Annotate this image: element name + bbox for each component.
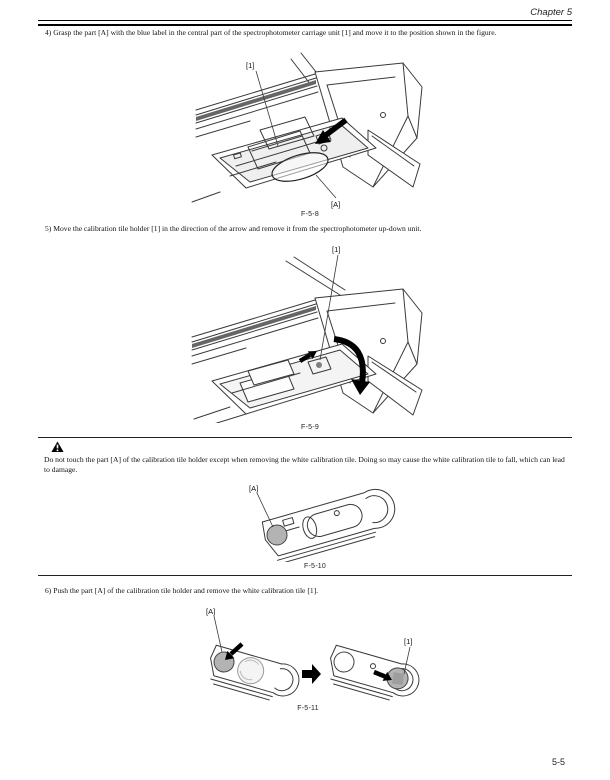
figure-label-a: [A] bbox=[206, 607, 215, 616]
figure-label-1: [1] bbox=[404, 637, 412, 646]
step-4-text: 4) Grasp the part [A] with the blue labe… bbox=[45, 28, 497, 37]
step-5-text: 5) Move the calibration tile holder [1] … bbox=[45, 224, 422, 233]
step-6-text: 6) Push the part [A] of the calibration … bbox=[45, 586, 319, 595]
figure-f-5-8: [1] [A] F-5-8 bbox=[190, 52, 430, 218]
open-cover-lines bbox=[285, 256, 346, 296]
rail-beam bbox=[191, 299, 319, 365]
push-arrow bbox=[225, 642, 244, 660]
figure-label-1: [1] bbox=[332, 245, 340, 254]
caution-note-text: Do not touch the part [A] of the calibra… bbox=[44, 455, 565, 474]
leader-line-1 bbox=[403, 646, 411, 675]
chapter-header: Chapter 5 bbox=[530, 7, 572, 18]
figure-f-5-9: [1] F-5-9 bbox=[190, 243, 430, 431]
small-direction-arrow bbox=[298, 351, 317, 363]
part-a-tile-knob bbox=[266, 524, 288, 546]
rail-beam bbox=[195, 73, 319, 138]
figure-f-5-11: [A] [1] F-5-11 bbox=[158, 602, 458, 712]
figure-label-1: [1] bbox=[246, 61, 254, 70]
leader-line-a bbox=[256, 492, 274, 528]
curved-removal-arrow bbox=[333, 336, 370, 395]
leader-line-1 bbox=[319, 254, 339, 361]
printer-carriage-illustration-1: [1] [A] bbox=[191, 52, 423, 209]
holder-before bbox=[210, 644, 300, 701]
move-direction-arrow bbox=[315, 117, 348, 144]
open-compartment bbox=[193, 343, 377, 423]
figure-caption: F-5-11 bbox=[297, 705, 319, 712]
page-number: 5-5 bbox=[551, 757, 565, 767]
holder-body bbox=[261, 488, 396, 562]
note-top-rule bbox=[38, 437, 572, 438]
leader-line-a bbox=[213, 615, 223, 653]
leader-line-1 bbox=[255, 70, 279, 147]
figure-caption: F-5-9 bbox=[301, 424, 319, 431]
printer-carriage-illustration-2: [1] bbox=[191, 245, 423, 423]
calibration-tile-holder-illustration: [A] bbox=[249, 484, 396, 562]
leader-line-a bbox=[315, 174, 337, 199]
header-rule bbox=[38, 20, 572, 26]
figure-f-5-10: [A] F-5-10 bbox=[215, 478, 415, 570]
sequence-arrow bbox=[302, 664, 321, 684]
figure-label-a: [A] bbox=[331, 200, 340, 209]
part-a-highlight-ellipse bbox=[271, 152, 329, 182]
note-bottom-rule bbox=[38, 575, 572, 576]
figure-caption: F-5-10 bbox=[303, 563, 327, 570]
figure-caption: F-5-8 bbox=[301, 211, 319, 218]
warning-triangle-icon bbox=[51, 441, 64, 452]
tile-removal-illustration: [A] [1] bbox=[206, 607, 420, 701]
figure-label-a: [A] bbox=[249, 484, 258, 493]
remove-arrow bbox=[373, 669, 392, 681]
